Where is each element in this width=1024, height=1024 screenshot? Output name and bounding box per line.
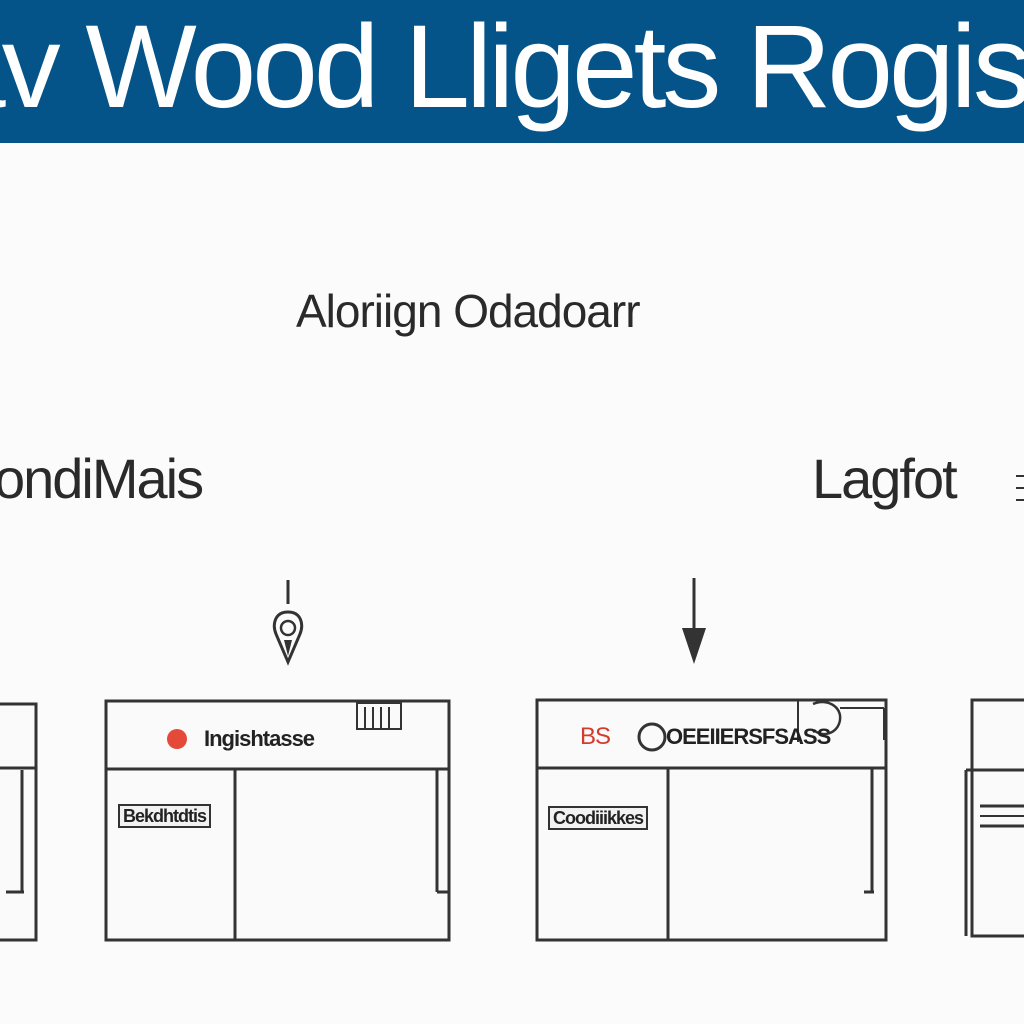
- window-2-tag: Bekdhtdtis: [118, 804, 212, 828]
- window-3-code: BS: [580, 723, 611, 750]
- title-banner: av Wood Lligets Rogis: [0, 0, 1024, 143]
- down-arrow-icon: [682, 578, 706, 664]
- edge-marks: [1016, 475, 1024, 501]
- banner-title: av Wood Lligets Rogis: [0, 1, 1024, 133]
- center-label: Aloriign Odadoarr: [296, 285, 641, 337]
- left-label: ondiMais: [0, 447, 204, 510]
- pin-marker-icon: [272, 580, 304, 666]
- window-3-header-text: OEEIIERSFSASS: [666, 724, 831, 749]
- window-1: [0, 702, 38, 942]
- window-4: [964, 698, 1024, 938]
- right-label: Lagfot: [812, 447, 958, 510]
- window-2-header-text: Ingishtasse: [204, 726, 315, 751]
- window-3-tag: Coodiiikkes: [548, 806, 649, 830]
